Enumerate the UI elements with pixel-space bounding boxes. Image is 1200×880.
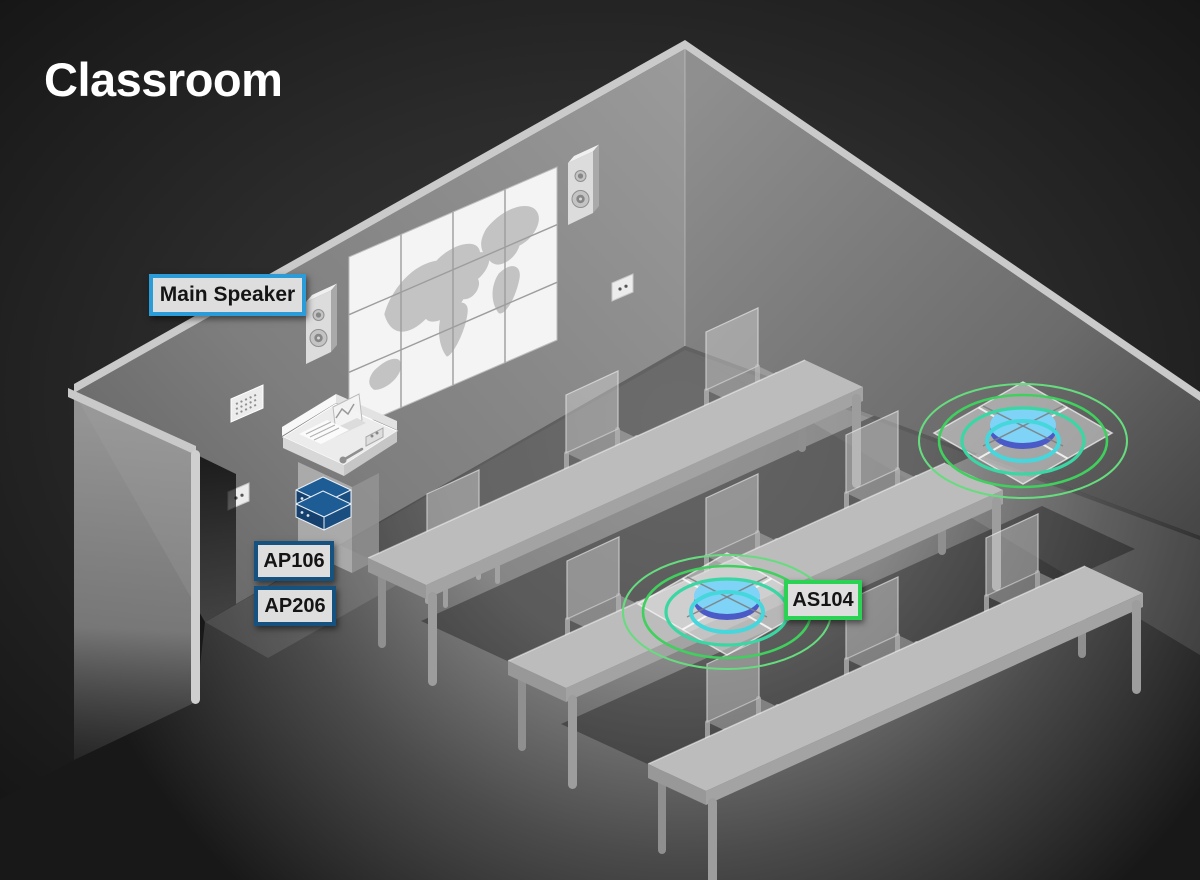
volume-keypad-icon <box>230 384 264 423</box>
video-wall <box>348 166 558 431</box>
video-wall-grid <box>348 189 558 408</box>
main-speaker-label: Main Speaker <box>149 274 306 316</box>
page-title: Classroom <box>44 53 283 106</box>
ap206-label: AP206 <box>254 586 336 626</box>
ap106-label: AP106 <box>254 541 334 581</box>
as104-label: AS104 <box>784 580 862 620</box>
document-icon <box>299 420 349 444</box>
microphone-icon <box>339 427 384 464</box>
door-panel <box>68 388 200 760</box>
right-wall-cap <box>685 40 1200 401</box>
